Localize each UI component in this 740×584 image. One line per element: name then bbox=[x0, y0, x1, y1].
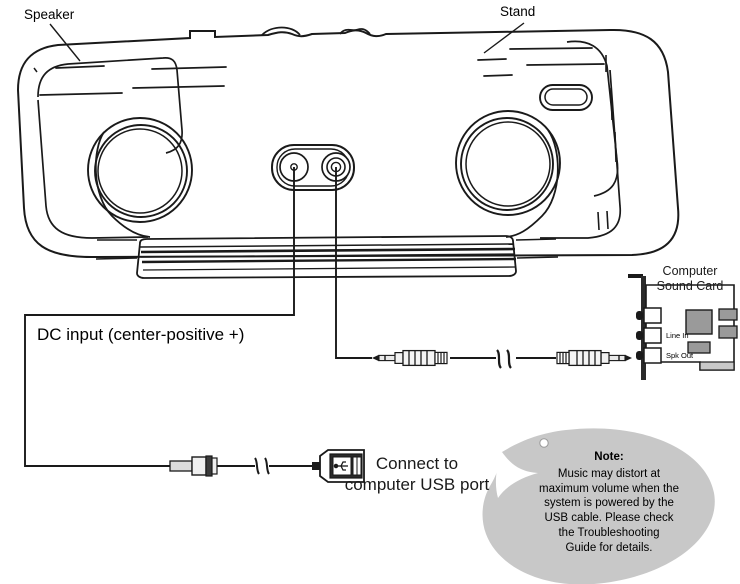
port-label-line-in: Line In bbox=[666, 331, 689, 340]
sound-card-title-line-1: Computer bbox=[662, 264, 718, 278]
note-line: Guide for details. bbox=[565, 541, 653, 554]
chip-main bbox=[685, 309, 713, 335]
dc-input-label: DC input (center-positive +) bbox=[37, 325, 245, 344]
dc-cable-path bbox=[24, 167, 295, 467]
speaker-base-rail bbox=[136, 235, 517, 279]
note-line: USB cable. Please check bbox=[544, 512, 674, 525]
speaker-left-frame-lower bbox=[37, 99, 149, 239]
speaker-right-bezel-ticks bbox=[597, 55, 617, 231]
jack-socket-mic bbox=[643, 307, 662, 324]
speaker-unit bbox=[16, 26, 680, 279]
audio-cable-path-left bbox=[335, 167, 372, 359]
jack-ring-spk-out bbox=[636, 351, 643, 360]
speaker-left-bezel bbox=[37, 57, 183, 154]
usb-type-a-plug bbox=[312, 449, 365, 483]
left-driver-skirt bbox=[94, 131, 151, 238]
note-title: Note: bbox=[594, 451, 624, 463]
speaker-leader-line bbox=[49, 23, 81, 62]
dc-cable-break-symbol bbox=[254, 457, 270, 475]
chip-mid-right bbox=[718, 325, 738, 339]
speaker-callout-label: Speaker bbox=[24, 7, 75, 22]
port-label-spk-out: Spk Out bbox=[666, 351, 694, 360]
usb-connect-line-2: computer USB port bbox=[344, 475, 490, 495]
sound-card-title-line-2: Sound Card bbox=[656, 278, 724, 293]
speaker-center-panel-lines bbox=[132, 66, 227, 89]
speaker-left-panel-lines bbox=[39, 65, 123, 96]
note-line: the Troubleshooting bbox=[558, 526, 660, 539]
jack-socket-spk-out bbox=[643, 347, 662, 364]
speaker-corner-mark bbox=[33, 67, 38, 73]
jack-ring-mic bbox=[636, 311, 643, 320]
note-line: maximum volume when the bbox=[539, 482, 679, 495]
speaker-outer-shell bbox=[16, 28, 680, 259]
note-callout-bubble bbox=[482, 428, 715, 584]
usb-connect-label: Connect to computer USB port bbox=[322, 453, 512, 496]
computer-sound-card bbox=[628, 274, 738, 380]
right-speaker-driver bbox=[455, 110, 561, 216]
usb-connect-line-1: Connect to bbox=[375, 454, 459, 473]
audio-cable bbox=[335, 167, 556, 359]
chip-top-right bbox=[718, 308, 738, 321]
speaker-right-panel-lines bbox=[477, 47, 605, 77]
jack-ring-line-in bbox=[636, 331, 643, 340]
jack-socket-line-in bbox=[643, 327, 662, 344]
stand-leader-line bbox=[483, 22, 525, 54]
dc-barrel-plug bbox=[150, 455, 312, 477]
right-driver-skirt bbox=[505, 129, 559, 238]
speaker-top-bump-left bbox=[261, 26, 301, 36]
audio-cable-break-symbol bbox=[496, 349, 512, 369]
sound-card-chips bbox=[685, 308, 738, 354]
speaker-top-bump-right bbox=[339, 28, 371, 35]
callout-leader-lines bbox=[49, 22, 525, 62]
stand-callout-label: Stand bbox=[500, 4, 536, 19]
stand-grip-oval bbox=[539, 84, 593, 111]
sound-card-title: Computer Sound Card bbox=[642, 264, 738, 293]
sound-card-jacks bbox=[636, 307, 662, 364]
audio-plug-card-end bbox=[556, 349, 633, 367]
note-line: Music may distort at bbox=[557, 468, 661, 480]
chip-lower bbox=[687, 341, 711, 354]
base-rail-side-extensions bbox=[95, 238, 559, 260]
note-callout-text: Note: Music may distort at maximum volum… bbox=[516, 451, 702, 555]
audio-plug-speaker-end bbox=[371, 349, 448, 367]
speaker-jack-panel bbox=[271, 144, 355, 191]
note-line: system is powered by the bbox=[544, 497, 674, 510]
dc-power-cable bbox=[24, 167, 295, 467]
note-body: Music may distort at maximum volume when… bbox=[516, 467, 702, 555]
speaker-right-frame-lower bbox=[540, 69, 622, 239]
